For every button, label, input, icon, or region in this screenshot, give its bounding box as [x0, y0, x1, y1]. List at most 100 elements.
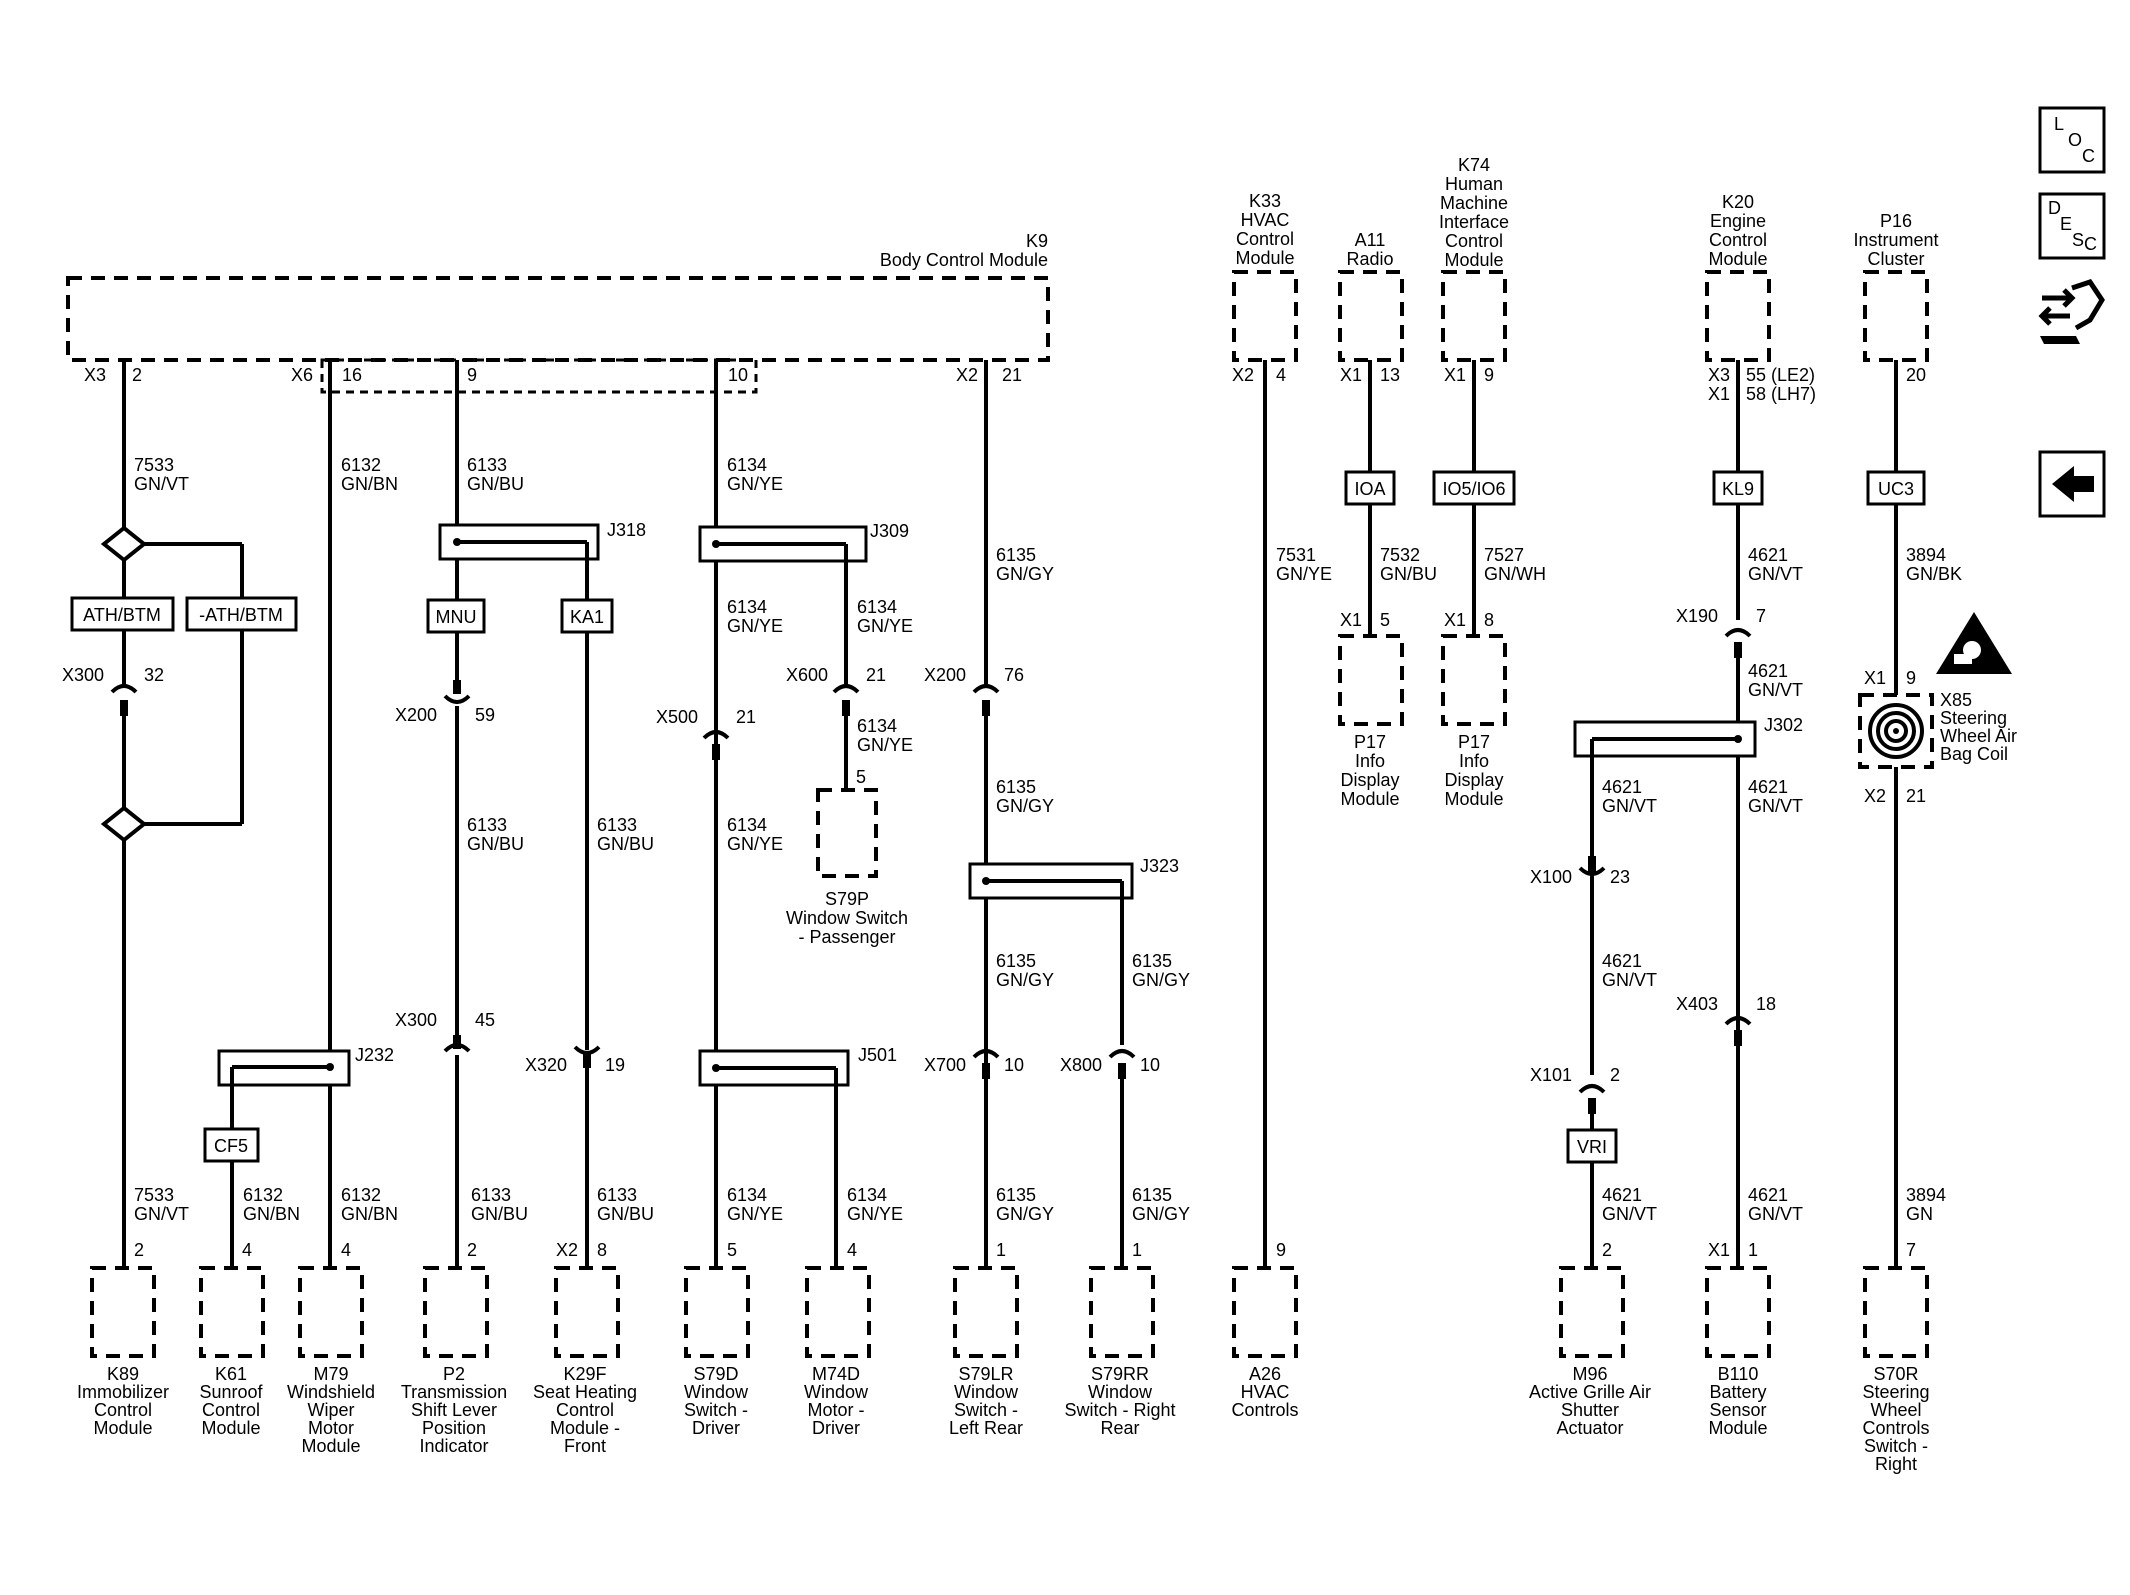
svg-text:Motor -: Motor - [807, 1400, 864, 1420]
svg-text:Driver: Driver [812, 1418, 860, 1438]
svg-text:GN/VT: GN/VT [1602, 970, 1657, 990]
svg-text:X1: X1 [1444, 365, 1466, 385]
svg-text:Shift Lever: Shift Lever [411, 1400, 497, 1420]
svg-text:Info: Info [1459, 751, 1489, 771]
svg-text:5: 5 [727, 1240, 737, 1260]
svg-text:Controls: Controls [1231, 1400, 1298, 1420]
svg-text:Module: Module [201, 1418, 260, 1438]
circuit-3894: P16 Instrument Cluster 20 UC3 3894 GN/BK… [1853, 211, 2017, 1268]
svg-text:4: 4 [341, 1240, 351, 1260]
svg-text:Window: Window [684, 1382, 749, 1402]
svg-text:55 (LE2): 55 (LE2) [1746, 365, 1815, 385]
svg-text:Wheel Air: Wheel Air [1940, 726, 2017, 746]
loc-button[interactable]: L O C [2038, 106, 2106, 174]
svg-text:-ATH/BTM: -ATH/BTM [199, 605, 283, 625]
svg-text:X1: X1 [1444, 610, 1466, 630]
airbag-warning-icon [1936, 612, 2012, 674]
svg-text:Control: Control [1445, 231, 1503, 251]
connector-tool-icon[interactable] [2038, 279, 2105, 344]
svg-text:GN/GY: GN/GY [996, 564, 1054, 584]
svg-text:Transmission: Transmission [401, 1382, 507, 1402]
svg-text:Indicator: Indicator [419, 1436, 488, 1456]
s79lr-module [953, 1266, 1019, 1358]
svg-text:X500: X500 [656, 707, 698, 727]
svg-text:13: 13 [1380, 365, 1400, 385]
svg-text:9: 9 [1906, 668, 1916, 688]
s79d-module [684, 1266, 750, 1358]
svg-text:7: 7 [1756, 606, 1766, 626]
svg-text:S79RR: S79RR [1091, 1364, 1149, 1384]
back-arrow-icon [2052, 466, 2094, 502]
svg-text:Battery: Battery [1709, 1382, 1766, 1402]
svg-text:X6: X6 [291, 365, 313, 385]
svg-text:6134: 6134 [857, 716, 897, 736]
svg-text:10: 10 [1140, 1055, 1160, 1075]
svg-text:2: 2 [134, 1240, 144, 1260]
svg-text:3894: 3894 [1906, 545, 1946, 565]
svg-text:4621: 4621 [1748, 777, 1788, 797]
svg-text:6135: 6135 [1132, 1185, 1172, 1205]
svg-text:Windshield: Windshield [287, 1382, 375, 1402]
bottom-components: 2 K89 Immobilizer Control Module 4 K61 S… [77, 1240, 1930, 1474]
svg-text:6134: 6134 [727, 455, 767, 475]
svg-text:Display: Display [1444, 770, 1503, 790]
svg-text:Machine: Machine [1440, 193, 1508, 213]
svg-text:GN/VT: GN/VT [1748, 564, 1803, 584]
k89-module [90, 1266, 156, 1358]
svg-text:X1: X1 [1708, 1240, 1730, 1260]
svg-text:6134: 6134 [727, 597, 767, 617]
svg-text:GN/VT: GN/VT [1748, 796, 1803, 816]
svg-text:- Passenger: - Passenger [798, 927, 895, 947]
k29f-module [554, 1266, 620, 1358]
svg-text:Module: Module [1235, 248, 1294, 268]
circuit-7531: K33 HVAC Control Module X2 4 7531 GN/YE [1232, 191, 1332, 1268]
svg-text:Shutter: Shutter [1561, 1400, 1619, 1420]
svg-text:GN/GY: GN/GY [1132, 1204, 1190, 1224]
svg-text:19: 19 [605, 1055, 625, 1075]
svg-text:KA1: KA1 [570, 607, 604, 627]
k61-module [199, 1266, 265, 1358]
svg-text:HVAC: HVAC [1241, 1382, 1290, 1402]
svg-text:X190: X190 [1676, 606, 1718, 626]
svg-text:6132: 6132 [243, 1185, 283, 1205]
svg-text:GN/BK: GN/BK [1906, 564, 1962, 584]
svg-text:Module: Module [1340, 789, 1399, 809]
svg-text:Module: Module [1708, 249, 1767, 269]
svg-text:X101: X101 [1530, 1065, 1572, 1085]
svg-text:Front: Front [564, 1436, 606, 1456]
back-arrow-button[interactable] [2038, 450, 2106, 518]
svg-text:6133: 6133 [471, 1185, 511, 1205]
svg-text:Info: Info [1355, 751, 1385, 771]
svg-text:X3: X3 [84, 365, 106, 385]
svg-text:K74: K74 [1458, 155, 1490, 175]
svg-text:X2: X2 [956, 365, 978, 385]
svg-text:4621: 4621 [1602, 777, 1642, 797]
svg-text:Rear: Rear [1100, 1418, 1139, 1438]
svg-text:X600: X600 [786, 665, 828, 685]
svg-text:Module: Module [1708, 1418, 1767, 1438]
m96-module [1559, 1266, 1625, 1358]
svg-text:X300: X300 [395, 1010, 437, 1030]
svg-text:1: 1 [1132, 1240, 1142, 1260]
svg-text:Control: Control [556, 1400, 614, 1420]
clockspring-coil-icon [1858, 693, 1934, 769]
svg-text:Controls: Controls [1862, 1418, 1929, 1438]
svg-text:X320: X320 [525, 1055, 567, 1075]
svg-text:4: 4 [1276, 365, 1286, 385]
svg-text:21: 21 [736, 707, 756, 727]
desc-button[interactable]: D E S C [2038, 192, 2106, 260]
svg-text:32: 32 [144, 665, 164, 685]
svg-text:6133: 6133 [467, 455, 507, 475]
b110-module [1705, 1266, 1771, 1358]
svg-text:M79: M79 [313, 1364, 348, 1384]
svg-text:Engine: Engine [1710, 211, 1766, 231]
m74d-module [805, 1266, 871, 1358]
svg-text:21: 21 [866, 665, 886, 685]
svg-text:S79P: S79P [825, 889, 869, 909]
svg-text:GN/YE: GN/YE [727, 1204, 783, 1224]
svg-text:4: 4 [847, 1240, 857, 1260]
svg-text:K61: K61 [215, 1364, 247, 1384]
svg-text:P2: P2 [443, 1364, 465, 1384]
svg-text:GN/VT: GN/VT [134, 474, 189, 494]
